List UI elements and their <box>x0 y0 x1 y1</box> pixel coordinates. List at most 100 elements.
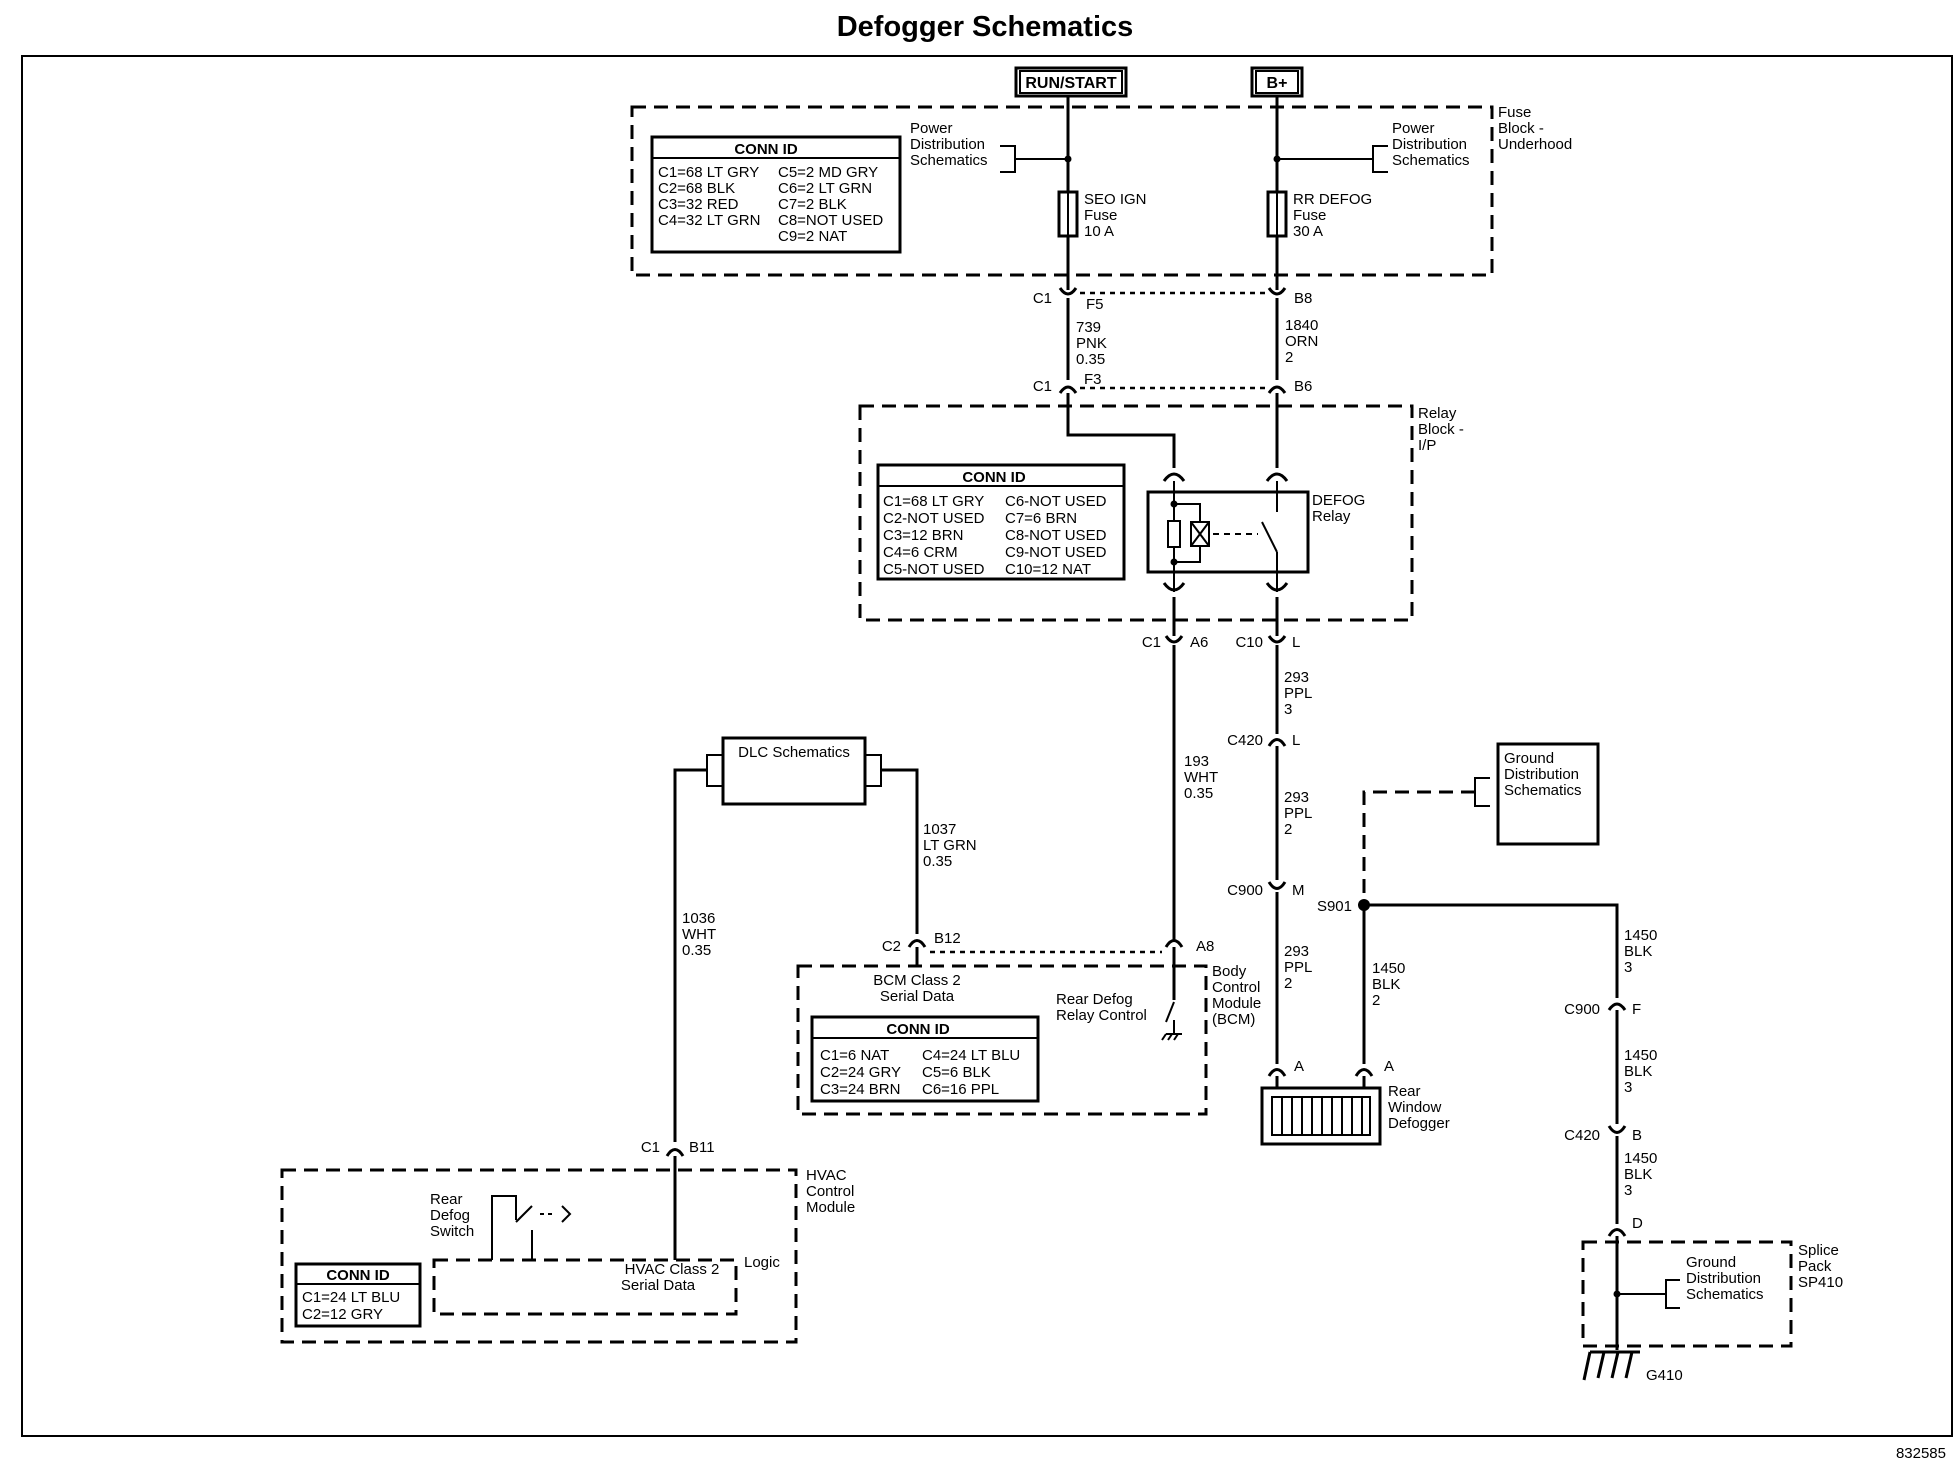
bcm-conn-id-c6: C6=16 PPL <box>922 1081 999 1098</box>
fuse-conn-id-c2: C2=68 BLK <box>658 180 735 197</box>
pin-a-left-label: A <box>1294 1058 1304 1075</box>
wire-193-number: 193 <box>1184 753 1209 770</box>
ground-dist-ref-box <box>1496 742 1600 846</box>
connector-c1-label-relay-out: C1 <box>1142 634 1161 651</box>
splice-s901-label: S901 <box>1317 898 1352 915</box>
wire-1036-color: WHT <box>682 926 716 943</box>
wire-293-c-color: PPL <box>1284 959 1312 976</box>
pin-d-label: D <box>1632 1215 1643 1232</box>
ground-ref-dashed-link <box>1362 790 1475 905</box>
wire-1450-d-number: 1450 <box>1624 1150 1657 1167</box>
connector-c420-l <box>1267 738 1287 747</box>
connector-c1-label-top: C1 <box>1033 290 1052 307</box>
pin-b12-label: B12 <box>934 930 961 947</box>
connector-c1-hvac-label: C1 <box>641 1139 660 1156</box>
connector-c2-bcm-label: C2 <box>882 938 901 955</box>
fuse-block-outline <box>630 105 1494 277</box>
wire-1450-a-number: 1450 <box>1372 960 1405 977</box>
pin-a8-label: A8 <box>1196 938 1214 955</box>
bcm-class2-label-2: Serial Data <box>880 988 955 1005</box>
wire-293-c-number: 293 <box>1284 943 1309 960</box>
defogger-label-1: Rear <box>1388 1083 1421 1100</box>
power-dist-ref-right-2: Distribution <box>1392 136 1467 153</box>
relay-conn-id-c10: C10=12 NAT <box>1005 561 1091 578</box>
relay-block-conn-id-table <box>876 463 1126 581</box>
relay-conn-id-c5: C5-NOT USED <box>883 561 985 578</box>
connector-b8 <box>1267 287 1287 296</box>
power-dist-ref-left-3: Schematics <box>910 152 988 169</box>
wire-1450-c-gauge: 3 <box>1624 1079 1632 1096</box>
connector-f5 <box>1058 287 1078 296</box>
ground-g410-symbol <box>1582 1350 1640 1381</box>
power-dist-ref-right-1: Power <box>1392 120 1435 137</box>
pin-b-c420-label: B <box>1632 1127 1642 1144</box>
hvac-name-3: Module <box>806 1199 855 1216</box>
wire-1840-color: ORN <box>1285 333 1318 350</box>
bcm-ground-symbol <box>1161 1033 1182 1041</box>
relay-conn-id-c9: C9-NOT USED <box>1005 544 1107 561</box>
bcm-conn-id-c1: C1=6 NAT <box>820 1047 889 1064</box>
wire-1037-gauge: 0.35 <box>923 853 952 870</box>
connector-c10-l <box>1267 635 1287 644</box>
wire-1450-d-color: BLK <box>1624 1166 1652 1183</box>
wire-1036-number: 1036 <box>682 910 715 927</box>
fuse-conn-id-c4: C4=32 LT GRN <box>658 212 760 229</box>
ground-dist-ref-2: Distribution <box>1504 766 1579 783</box>
wire-293-b-gauge: 2 <box>1284 821 1292 838</box>
hvac-logic-box <box>432 1258 738 1316</box>
wire-1450-d-gauge: 3 <box>1624 1182 1632 1199</box>
connector-defogger-a-left <box>1267 1068 1287 1077</box>
connector-b6 <box>1267 385 1287 394</box>
fuse-conn-id-c8: C8=NOT USED <box>778 212 883 229</box>
fuse-block-name-1: Fuse <box>1498 104 1531 121</box>
run-start-label: RUN/START <box>1025 75 1116 92</box>
pin-l-c420-label: L <box>1292 732 1300 749</box>
hvac-logic-label: Logic <box>744 1254 780 1271</box>
wire-193-gauge: 0.35 <box>1184 785 1213 802</box>
hvac-class2-label-1: HVAC Class 2 <box>625 1261 720 1278</box>
wire-1450-b-number: 1450 <box>1624 927 1657 944</box>
power-dist-ref-left-1: Power <box>910 120 953 137</box>
dlc-schematics-box <box>721 736 867 806</box>
rear-defog-switch-wiring <box>491 1195 517 1260</box>
defog-relay-label-1: DEFOG <box>1312 492 1365 509</box>
wire-1037-color: LT GRN <box>923 837 977 854</box>
figure-id: 832585 <box>1896 1445 1946 1462</box>
connector-defogger-a-right <box>1354 1068 1374 1077</box>
connector-c900-m <box>1267 881 1287 890</box>
relay-block-name-2: Block - <box>1418 421 1464 438</box>
switch-push-icon <box>561 1205 572 1223</box>
relay-switch-contact <box>1261 521 1278 553</box>
hvac-module-outline <box>280 1168 798 1344</box>
connector-c900-label-1: C900 <box>1227 882 1263 899</box>
wire-1037 <box>881 768 919 934</box>
fuse-conn-id-c7: C7=2 BLK <box>778 196 847 213</box>
connector-c10-label: C10 <box>1235 634 1263 651</box>
relay-conn-id-c8: C8-NOT USED <box>1005 527 1107 544</box>
relay-block-name-1: Relay <box>1418 405 1457 422</box>
relay-conn-id-c3: C3=12 BRN <box>883 527 963 544</box>
pin-b6-label: B6 <box>1294 378 1312 395</box>
dlc-schematics-label: DLC Schematics <box>738 744 850 761</box>
wire-1450-b-color: BLK <box>1624 943 1652 960</box>
fuse-block-name-3: Underhood <box>1498 136 1572 153</box>
wire-1037-number: 1037 <box>923 821 956 838</box>
bcm-conn-id-c3: C3=24 BRN <box>820 1081 900 1098</box>
rr-defog-fuse-label-3: 30 A <box>1293 223 1323 240</box>
pin-f5-label: F5 <box>1086 296 1104 313</box>
wire-1450-b <box>1364 903 1619 998</box>
connector-d-splice <box>1607 1228 1627 1237</box>
wire-739-number: 739 <box>1076 319 1101 336</box>
connector-c420-label-2: C420 <box>1564 1127 1600 1144</box>
connector-c420-b <box>1607 1125 1627 1134</box>
power-dist-ref-left-2: Distribution <box>910 136 985 153</box>
relay-conn-id-c1: C1=68 LT GRY <box>883 493 984 510</box>
pin-a6-label: A6 <box>1190 634 1208 651</box>
outer-frame <box>21 55 1953 1437</box>
splice-pack-outline <box>1581 1240 1793 1348</box>
splice-pack-ref-bracket <box>1617 1279 1680 1309</box>
bcm-conn-id-c5: C5=6 BLK <box>922 1064 991 1081</box>
bcm-conn-id-c4: C4=24 LT BLU <box>922 1047 1020 1064</box>
fuse-conn-id-c5: C5=2 MD GRY <box>778 164 878 181</box>
rr-defog-fuse-label-2: Fuse <box>1293 207 1326 224</box>
